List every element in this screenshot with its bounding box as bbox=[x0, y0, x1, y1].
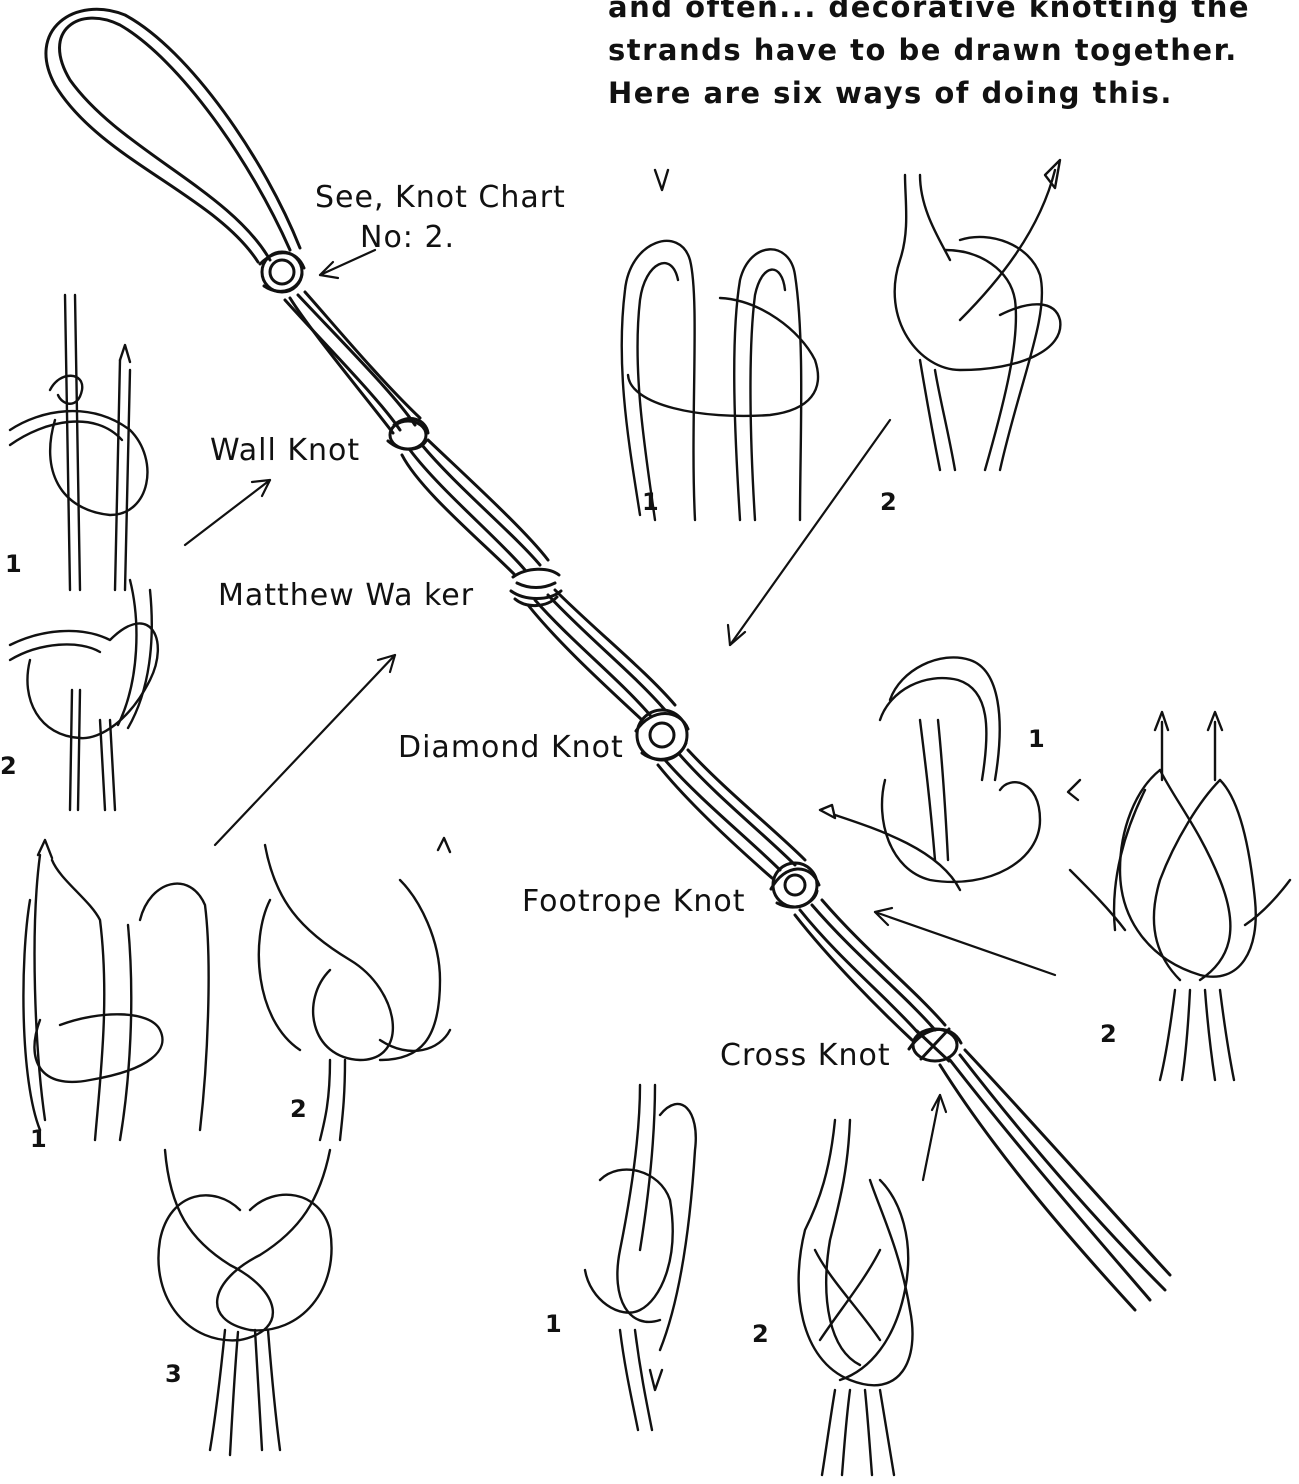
matthew-step3 bbox=[158, 1150, 331, 1455]
wall-knot-step1 bbox=[10, 295, 147, 590]
cross-step2 bbox=[799, 1120, 913, 1475]
step-number-matthew-2: 2 bbox=[290, 1095, 307, 1123]
intro-line3: Here are six ways of doing this. bbox=[608, 72, 1250, 115]
arrow-matthew-walker bbox=[215, 655, 395, 845]
label-see-knot-chart-line2: No: 2. bbox=[360, 220, 455, 255]
lanyard-knot-footrope bbox=[771, 863, 819, 907]
label-wall-knot: Wall Knot bbox=[210, 433, 360, 468]
step-number-matthew-3: 3 bbox=[165, 1360, 182, 1388]
lanyard-knot-chart bbox=[260, 252, 304, 292]
arrow-cross bbox=[923, 1095, 946, 1180]
step-number-cross-1: 1 bbox=[545, 1310, 562, 1338]
label-footrope-knot: Footrope Knot bbox=[522, 884, 746, 919]
cross-step1 bbox=[585, 1085, 696, 1430]
intro-line1: and often... decorative knotting the bbox=[608, 0, 1250, 29]
label-matthew-walker: Matthew Wa ker bbox=[218, 578, 474, 613]
matthew-step1 bbox=[23, 840, 208, 1140]
matthew-step2 bbox=[259, 838, 450, 1140]
intro-line2: strands have to be drawn together. bbox=[608, 29, 1250, 72]
lanyard bbox=[46, 9, 1170, 1310]
lanyard-knot-cross bbox=[909, 1029, 961, 1061]
step-number-wall-2: 2 bbox=[0, 752, 17, 780]
top-right-step1 bbox=[622, 170, 818, 520]
mid-right-step1 bbox=[820, 657, 1080, 890]
lanyard-knot-diamond bbox=[636, 710, 688, 760]
step-number-matthew-1: 1 bbox=[30, 1125, 47, 1153]
step-number-top-right-1: 1 bbox=[642, 488, 659, 516]
label-diamond-knot: Diamond Knot bbox=[398, 730, 624, 765]
step-number-top-right-2: 2 bbox=[880, 488, 897, 516]
arrow-wall bbox=[185, 480, 270, 545]
step-number-cross-2: 2 bbox=[752, 1320, 769, 1348]
step-number-wall-1: 1 bbox=[5, 550, 22, 578]
wall-knot-step2 bbox=[10, 580, 158, 810]
step-number-mid-right-2: 2 bbox=[1100, 1020, 1117, 1048]
step-number-mid-right-1: 1 bbox=[1028, 725, 1045, 753]
label-cross-knot: Cross Knot bbox=[720, 1038, 891, 1073]
top-right-step2 bbox=[895, 160, 1061, 470]
intro-text: and often... decorative knotting the str… bbox=[608, 0, 1250, 115]
arrow-footrope bbox=[875, 908, 1055, 975]
label-see-knot-chart-line1: See, Knot Chart bbox=[315, 180, 566, 215]
